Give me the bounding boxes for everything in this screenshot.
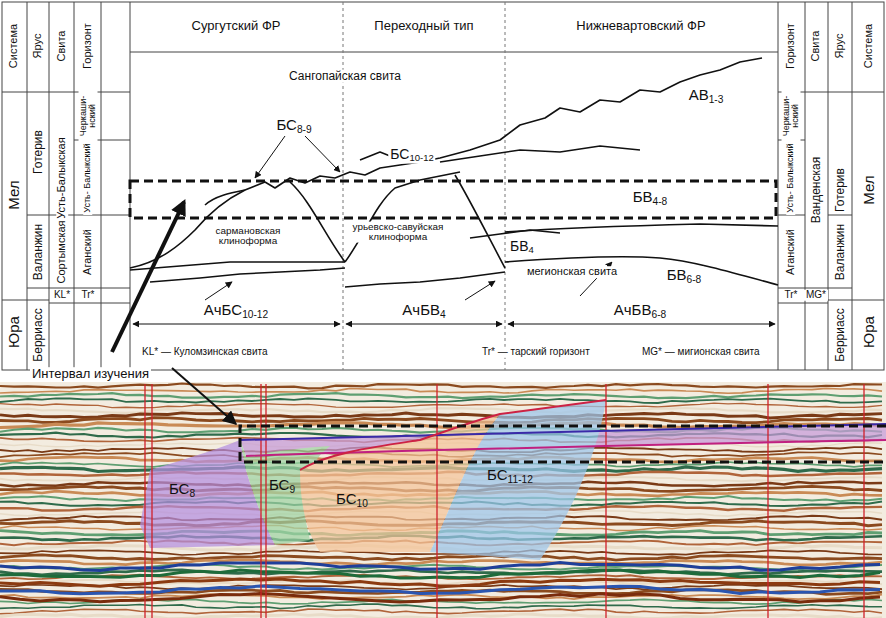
clinoform-name: сармановская клиноформа bbox=[202, 226, 294, 247]
system-name: Мел bbox=[861, 173, 877, 206]
zone-header: Сургутский ФР bbox=[190, 19, 283, 33]
zone-header: Переходный тип bbox=[372, 19, 475, 33]
clinoform-name: урьевско-савуйская клиноформа bbox=[346, 222, 450, 243]
zone-header: Нижневартовский ФР bbox=[574, 19, 707, 33]
seismic-body-label: БС8 bbox=[167, 481, 197, 500]
interval-index: АчБВ4 bbox=[400, 302, 447, 321]
horizon-name: Черкаши- нский bbox=[79, 91, 98, 141]
study-interval-box bbox=[130, 181, 886, 462]
formation-name: Сангопайская свита bbox=[287, 70, 403, 83]
column-header: Ярус bbox=[834, 32, 846, 61]
layer-boundary bbox=[130, 58, 778, 287]
seismic-body bbox=[140, 400, 886, 560]
column-header: Свита bbox=[810, 29, 822, 64]
system-name: Юра bbox=[6, 314, 22, 350]
seismic-trace bbox=[0, 384, 882, 389]
horizon-name: Аганский bbox=[785, 227, 797, 277]
column-header: Горизонт bbox=[82, 21, 94, 71]
seismic-trace bbox=[0, 555, 882, 560]
horizon-name: Аганский bbox=[82, 227, 94, 277]
seismic-trace bbox=[0, 614, 882, 618]
horizon-line bbox=[240, 400, 886, 470]
reservoir-index: БВ4 bbox=[508, 239, 536, 256]
seismic-trace bbox=[0, 413, 882, 418]
horizon-code: Tr* bbox=[80, 290, 97, 301]
reservoir-index: БС8-9 bbox=[274, 117, 313, 136]
seismic-trace bbox=[0, 398, 882, 403]
seismic-trace bbox=[0, 388, 882, 393]
column-header: Свита bbox=[56, 29, 68, 64]
seismic-trace bbox=[0, 586, 880, 594]
column-header: Ярус bbox=[32, 32, 44, 61]
horizon-code: Tr* bbox=[783, 290, 800, 301]
well-line bbox=[145, 384, 864, 618]
table-grid bbox=[2, 2, 884, 370]
system-name: Мел bbox=[6, 178, 22, 211]
seismic-body-label: БС10 bbox=[334, 491, 370, 510]
seismic-trace bbox=[0, 594, 880, 602]
stage-name: Валанжин bbox=[834, 222, 847, 282]
abbreviation-note: KL* — Куломзинская свита bbox=[140, 347, 270, 358]
horizon-name: Усть- Балыкский bbox=[786, 141, 795, 215]
horizon-name: Усть- Балыкский bbox=[83, 141, 92, 215]
seismic-body-label: БС9 bbox=[267, 477, 297, 496]
formation-name: Ванденская bbox=[810, 155, 823, 225]
seismic-trace bbox=[0, 570, 880, 578]
abbreviation-note: Tr* — тарский горизонт bbox=[480, 347, 592, 358]
seismic-trace bbox=[0, 563, 880, 571]
column-header: Горизонт bbox=[785, 21, 797, 71]
stage-name: Берриасс bbox=[32, 306, 45, 363]
seismic-body-label: БС11-12 bbox=[485, 467, 535, 486]
seismic-trace bbox=[0, 570, 882, 575]
seismic-trace bbox=[0, 418, 882, 423]
formation-name: Усть-Балыкская bbox=[56, 135, 68, 220]
interval-index: АчБВ6-8 bbox=[612, 302, 668, 321]
stage-name: Валанжин bbox=[32, 222, 45, 282]
column-header: Система bbox=[8, 22, 20, 70]
callout-label: Интервал изучения bbox=[30, 367, 151, 381]
stage-name: Готерив bbox=[32, 128, 45, 176]
formation-name: Сортымская bbox=[56, 218, 68, 285]
seismic-trace bbox=[0, 393, 882, 398]
formation-code: KL* bbox=[52, 290, 72, 301]
formation-name: мегионская свита bbox=[525, 266, 619, 278]
reservoir-index: БВ4-8 bbox=[631, 189, 670, 208]
seismic-trace bbox=[0, 403, 882, 408]
seismic-trace bbox=[0, 579, 880, 586]
stage-name: Берриасс bbox=[834, 306, 847, 363]
abbreviation-note: MG* — мигионская свита bbox=[640, 347, 762, 358]
horizon-name: Черкаши- нский bbox=[782, 91, 801, 141]
stage-name: Готерив bbox=[834, 166, 847, 214]
seismic-trace bbox=[0, 604, 882, 609]
formation-code: MG* bbox=[804, 290, 828, 301]
interval-index: АчБС10-12 bbox=[202, 302, 270, 321]
dimension-line bbox=[133, 324, 775, 325]
reservoir-index: БВ6-8 bbox=[665, 267, 704, 286]
seismic-traces bbox=[0, 384, 882, 618]
reservoir-index: АВ1-3 bbox=[687, 87, 726, 106]
seismic-trace bbox=[0, 408, 882, 413]
seismic-trace bbox=[0, 609, 882, 614]
column-header: Система bbox=[863, 22, 875, 70]
system-name: Юра bbox=[861, 314, 877, 350]
zone-divider bbox=[343, 2, 505, 370]
seismic-ground bbox=[0, 382, 886, 618]
reservoir-index: БС10-12 bbox=[388, 147, 435, 164]
